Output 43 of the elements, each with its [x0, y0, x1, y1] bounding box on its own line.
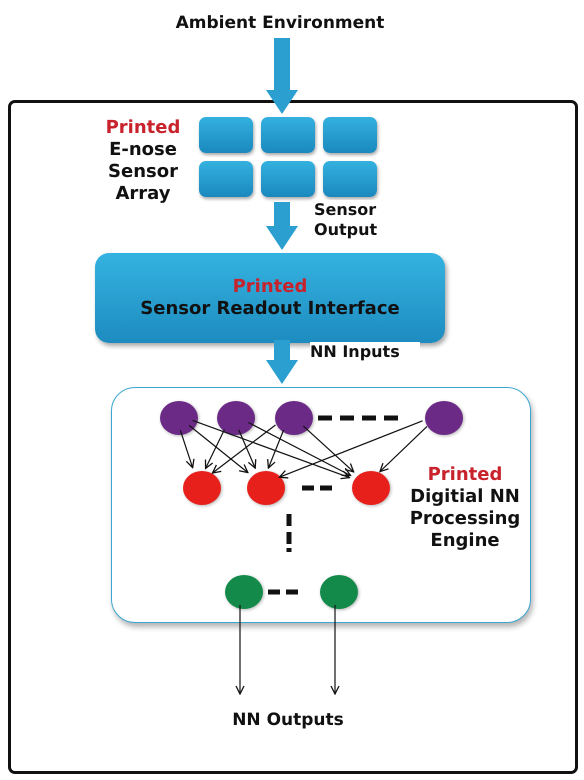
- device-frame: [8, 100, 578, 774]
- arrow: [330, 605, 340, 695]
- readout-block: [95, 253, 445, 343]
- arrow: [212, 424, 276, 474]
- sensor-tile: [323, 161, 377, 197]
- neuron: [275, 401, 313, 435]
- block-label: Sensor Readout Interface: [140, 298, 400, 320]
- heading: Printed: [428, 464, 502, 486]
- arrow: [266, 38, 298, 114]
- sensor-tile: [261, 117, 315, 153]
- arrow: [266, 340, 298, 384]
- arrow: [266, 202, 298, 250]
- arrow: [379, 426, 428, 472]
- sensor-tile: [261, 161, 315, 197]
- sensor-tile: [323, 117, 377, 153]
- neuron: [247, 471, 285, 505]
- arrow: [238, 430, 256, 469]
- arrow: [180, 430, 195, 468]
- sensor-tile: [199, 161, 253, 197]
- block-label: E-nose Sensor Array: [107, 139, 179, 205]
- edge-label: NN Inputs: [310, 342, 420, 362]
- arrow: [278, 420, 423, 479]
- arrow: [204, 429, 225, 470]
- engine-panel: [111, 387, 531, 623]
- sensor-tile: [199, 117, 253, 153]
- node-label: NN Outputs: [213, 697, 363, 743]
- neuron: [217, 401, 255, 435]
- arrow: [235, 605, 245, 695]
- neuron: [320, 575, 358, 609]
- arrow: [248, 422, 352, 476]
- neuron: [183, 471, 221, 505]
- neuron: [425, 401, 463, 435]
- neuron: [160, 401, 198, 435]
- neuron: [352, 471, 390, 505]
- neuron: [225, 575, 263, 609]
- arrow: [192, 420, 350, 480]
- arrow: [188, 424, 249, 474]
- heading: Printed: [106, 117, 180, 139]
- heading: Printed: [232, 276, 308, 298]
- arrow: [267, 430, 284, 469]
- node-label: Ambient Environment: [150, 8, 410, 38]
- arrow: [302, 426, 354, 473]
- block-label: Digitial NN Processing Engine: [408, 486, 522, 552]
